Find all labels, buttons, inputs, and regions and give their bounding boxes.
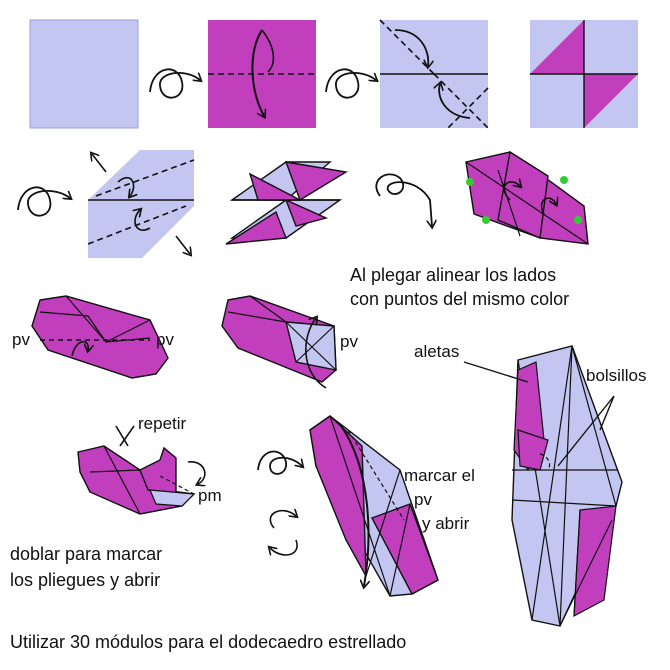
green-dot [466, 178, 474, 186]
step7-shape [465, 150, 589, 245]
step8b-shape [221, 295, 337, 389]
step5-shape [88, 150, 194, 258]
bolsillos-leader [557, 395, 615, 467]
mark-note-line2: pv [414, 490, 432, 509]
mark-note-line1: marcar el [404, 466, 475, 485]
step10-shape [309, 415, 439, 597]
align-note-line2: con puntos del mismo color [350, 289, 570, 309]
label-repetir: repetir [138, 414, 187, 433]
bottom-caption: Utilizar 30 módulos para el dodecaedro e… [10, 632, 407, 652]
label-pm: pm [198, 486, 222, 505]
aletas-leader [463, 361, 529, 383]
fold-note-line1: doblar para marcar [10, 544, 163, 564]
step6-shape [225, 161, 348, 245]
mark-note-line3: y abrir [422, 514, 470, 533]
step1-square [29, 19, 139, 129]
green-dot [482, 216, 490, 224]
green-dot [560, 176, 568, 184]
fold-note-line2: los pliegues y abrir [10, 570, 161, 590]
final-module [511, 345, 623, 627]
label-aletas: aletas [414, 342, 460, 361]
step8a-shape [31, 295, 169, 379]
align-note-line1: Al plegar alinear los lados [350, 265, 557, 285]
label-pv-step8: pv [340, 332, 358, 351]
bolsillos-leader-2 [599, 395, 615, 431]
step2-fold-arrow [251, 29, 264, 116]
turn-over-arrow-2 [325, 68, 376, 99]
step9-shape [77, 445, 206, 515]
green-dot [574, 216, 582, 224]
label-pv-left: pv [12, 330, 30, 349]
turn-over-arrow [149, 68, 200, 99]
label-pv-right: pv [156, 330, 174, 349]
label-bolsillos: bolsillos [586, 366, 647, 385]
